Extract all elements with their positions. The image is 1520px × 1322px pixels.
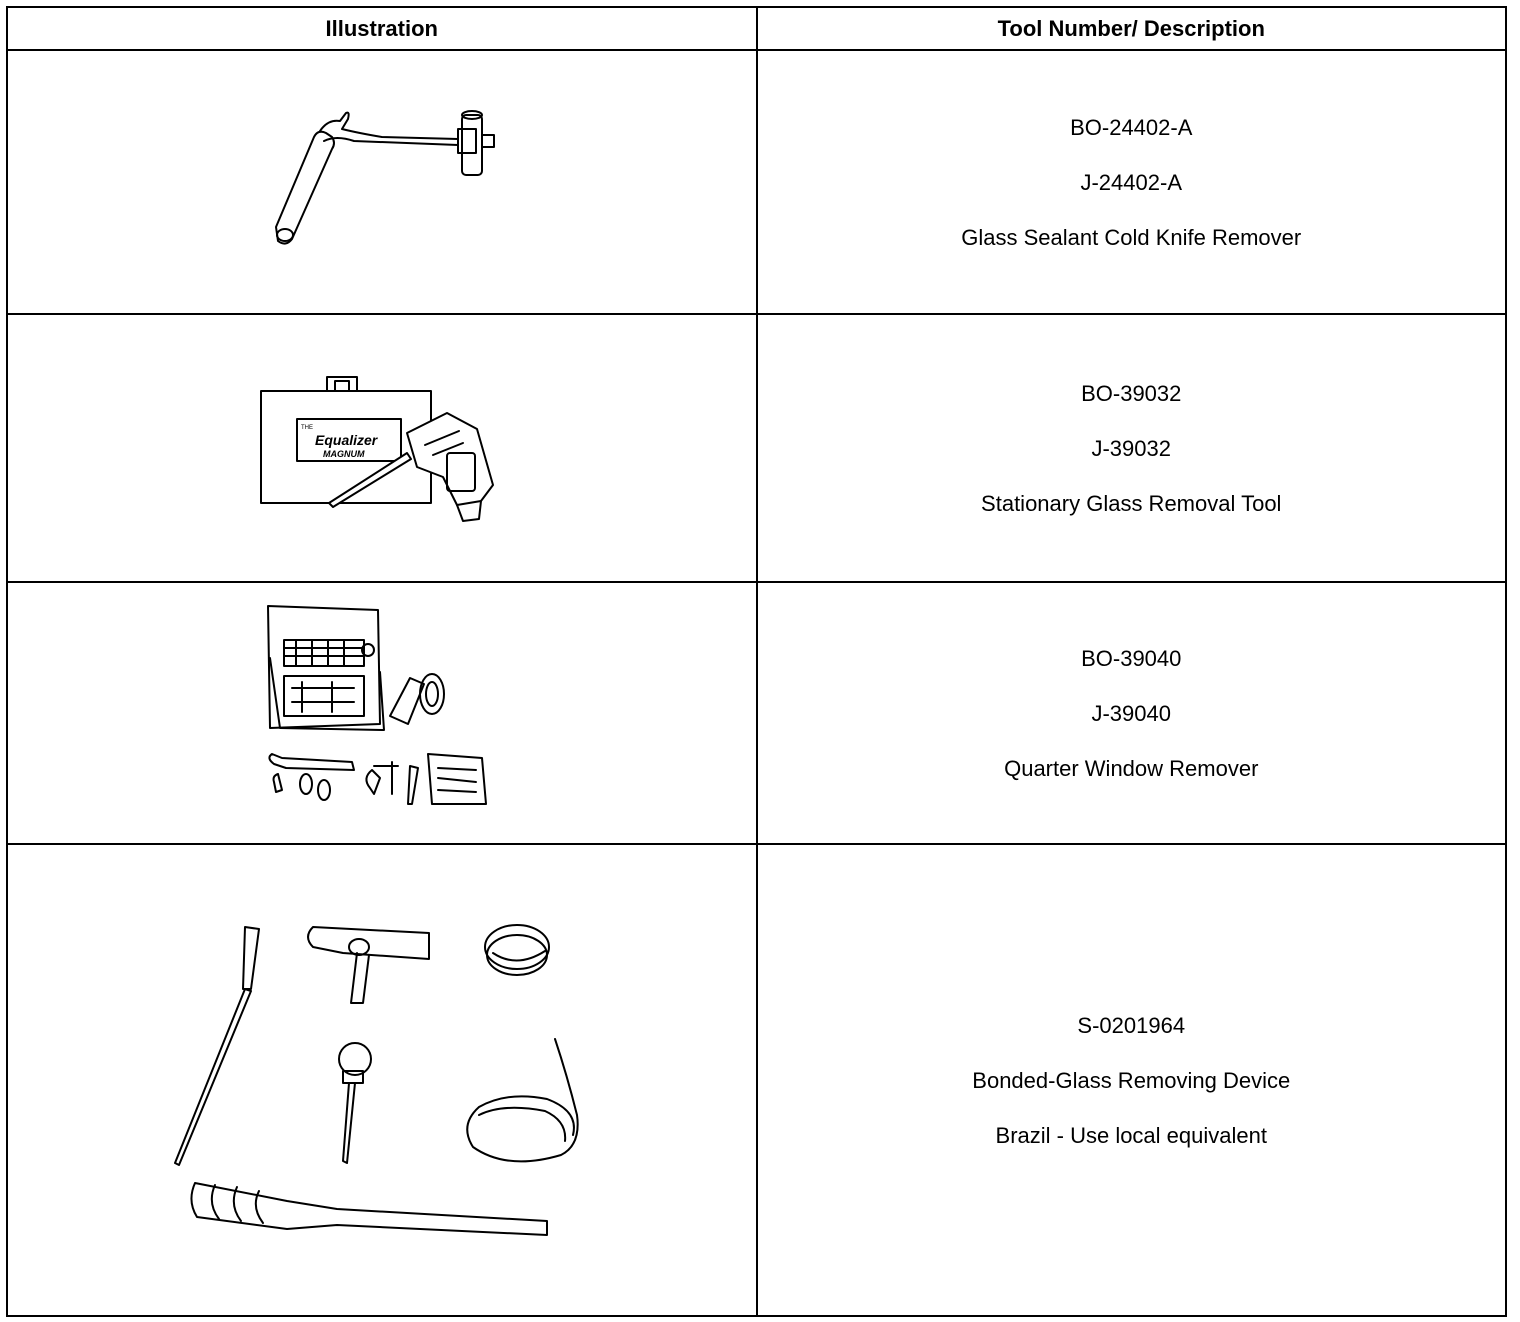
tool-number: S-0201964 <box>1077 1012 1186 1038</box>
table-row: BO-24402-A J-24402-A Glass Sealant Cold … <box>6 49 1507 315</box>
tool-table: Illustration Tool Number/ Description BO… <box>6 6 1507 1317</box>
table-row: THE Equalizer MAGNUM BO-39032 J-39032 St… <box>6 313 1507 583</box>
description-cell: BO-39040 J-39040 Quarter Window Remover <box>755 581 1507 845</box>
logo-equalizer: Equalizer <box>315 432 379 448</box>
tool-description: Stationary Glass Removal Tool <box>981 490 1282 516</box>
header-illustration: Illustration <box>6 6 758 51</box>
cold-knife-remover-illustration <box>274 110 495 245</box>
bonded-glass-removing-device-illustration <box>173 924 579 1236</box>
tool-number: BO-24402-A <box>1070 114 1193 140</box>
illustration-cell <box>6 49 758 315</box>
quarter-window-remover-kit-illustration <box>266 605 487 805</box>
table-row: S-0201964 Bonded-Glass Removing Device B… <box>6 843 1507 1317</box>
header-row: Illustration Tool Number/ Description <box>6 6 1507 51</box>
tool-description: Glass Sealant Cold Knife Remover <box>961 224 1302 250</box>
header-tool-number: Tool Number/ Description <box>755 6 1507 51</box>
logo-the: THE <box>301 425 313 431</box>
tool-number-alt: J-39040 <box>1091 700 1171 726</box>
description-cell: S-0201964 Bonded-Glass Removing Device B… <box>755 843 1507 1317</box>
glass-removal-tool-kit-illustration: THE Equalizer MAGNUM <box>259 376 494 522</box>
tool-number: BO-39032 <box>1081 380 1182 406</box>
tool-number-alt: J-24402-A <box>1080 169 1182 195</box>
tool-number: BO-39040 <box>1081 645 1182 671</box>
tool-description: Quarter Window Remover <box>1004 755 1259 781</box>
description-cell: BO-39032 J-39032 Stationary Glass Remova… <box>755 313 1507 583</box>
tool-number-alt: J-39032 <box>1091 435 1171 461</box>
illustration-cell: THE Equalizer MAGNUM <box>6 313 758 583</box>
table-row: BO-39040 J-39040 Quarter Window Remover <box>6 581 1507 845</box>
tool-note: Brazil - Use local equivalent <box>995 1122 1267 1148</box>
tool-description: Bonded-Glass Removing Device <box>972 1067 1291 1093</box>
logo-magnum: MAGNUM <box>323 449 365 459</box>
description-cell: BO-24402-A J-24402-A Glass Sealant Cold … <box>755 49 1507 315</box>
illustration-cell <box>6 581 758 845</box>
illustration-cell <box>6 843 758 1317</box>
